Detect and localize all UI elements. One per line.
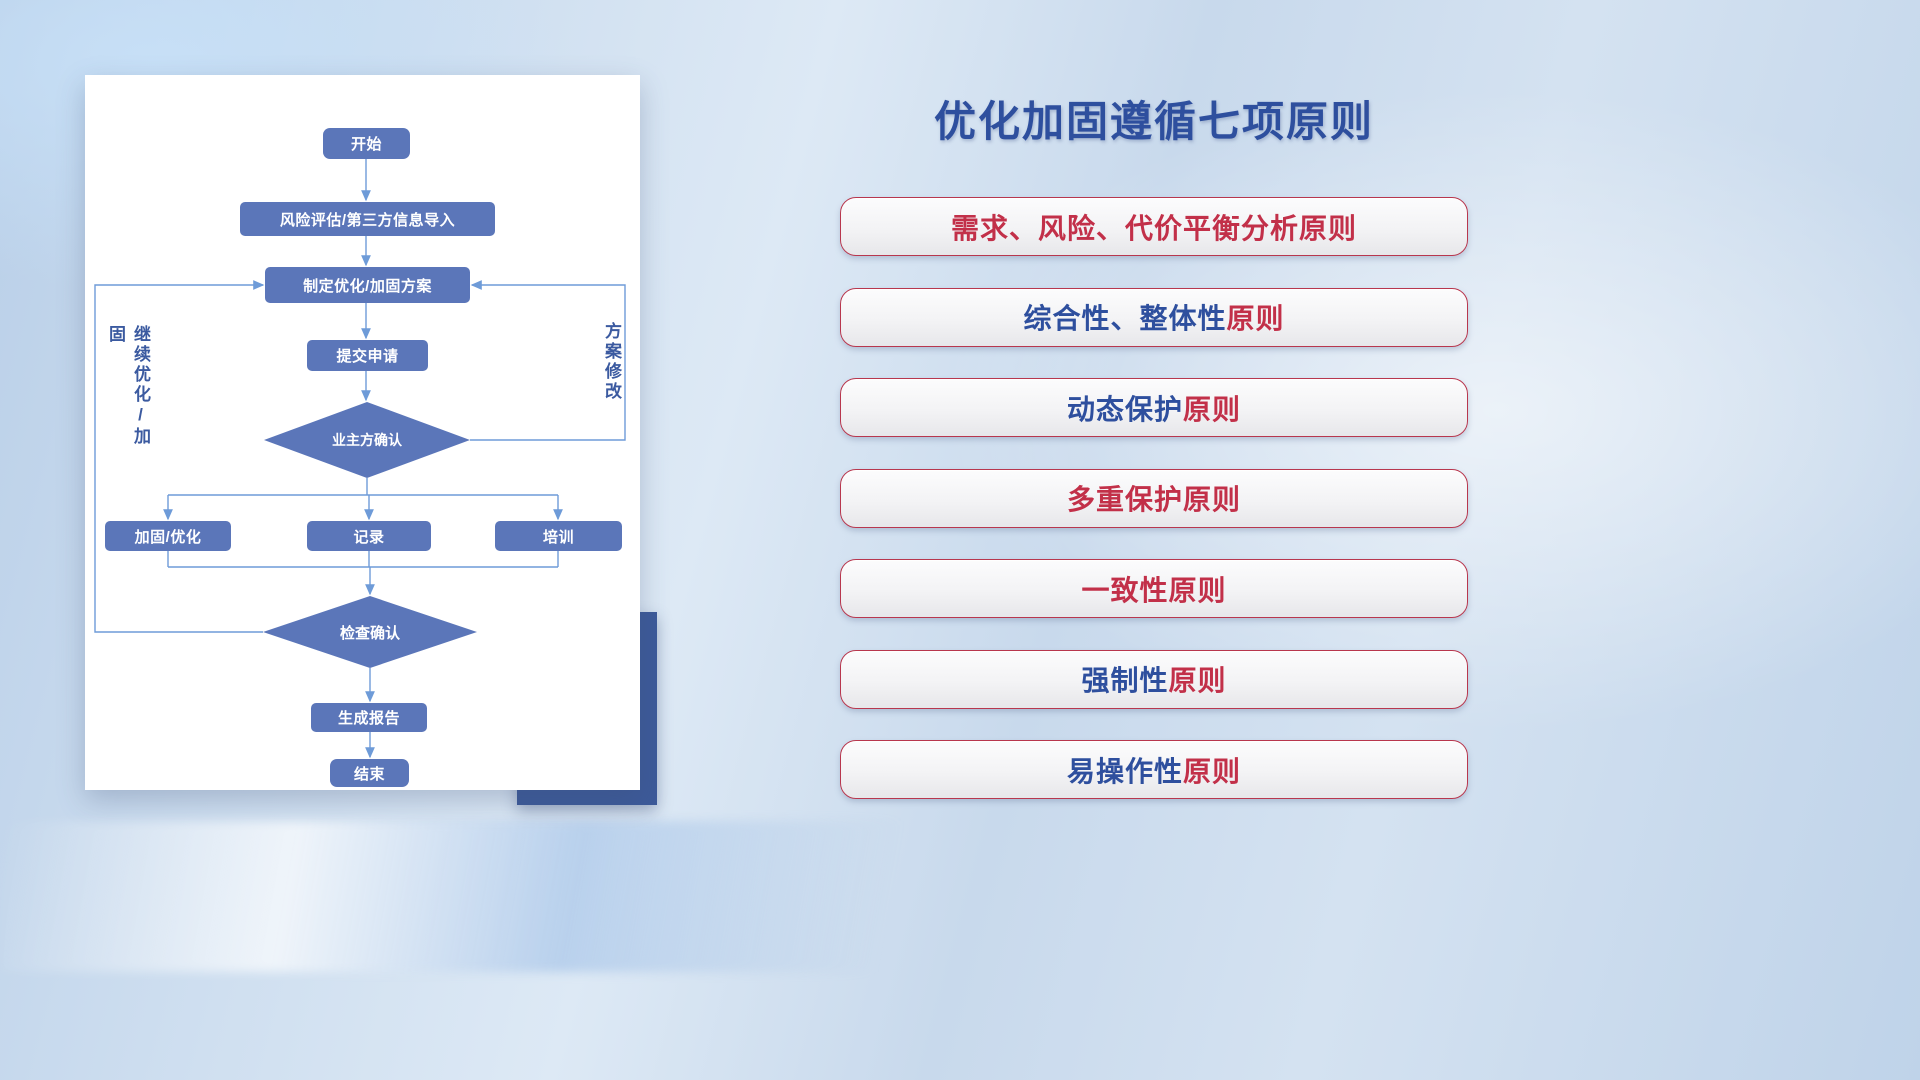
principles-list: 需求、风险、代价平衡分析原则综合性、整体性原则动态保护原则多重保护原则一致性原则… [840, 197, 1468, 799]
principle-text: 易操作性 [1066, 755, 1183, 787]
loop-label-continue-optimize: 继续优化/加固 [106, 325, 150, 447]
principle-text: 原则 [1183, 484, 1242, 515]
principle-text: 原则 [1183, 755, 1242, 787]
principle-text: 动态保护 [1066, 393, 1183, 425]
principle-box: 易操作性原则 [840, 740, 1468, 799]
principle-box: 动态保护原则 [840, 378, 1468, 437]
principle-text: 综合性、整体性 [1023, 303, 1227, 334]
principle-text: 一致性 [1081, 574, 1169, 606]
flow-node-end: 结束 [330, 759, 409, 787]
principle-box: 多重保护原则 [840, 468, 1468, 528]
flow-node-harden-optimize: 加固/优化 [105, 521, 231, 551]
principle-text: 强制性 [1081, 665, 1169, 696]
page-title: 优化加固遵循七项原则 [933, 98, 1374, 145]
principle-text: 原则 [1168, 574, 1227, 606]
flow-node-generate-report: 生成报告 [311, 703, 427, 732]
principle-text: 原则 [1168, 665, 1227, 696]
flow-node-submit: 提交申请 [307, 340, 428, 371]
flow-node-risk-import: 风险评估/第三方信息导入 [240, 202, 495, 236]
principle-box: 需求、风险、代价平衡分析原则 [840, 197, 1468, 256]
flow-node-record: 记录 [307, 521, 431, 551]
flow-node-make-plan: 制定优化/加固方案 [265, 267, 470, 303]
principle-text: 原则 [1299, 212, 1358, 244]
principle-text: 原则 [1183, 393, 1242, 425]
principle-text: 原则 [1226, 303, 1285, 334]
principle-box: 强制性原则 [840, 649, 1468, 709]
flow-node-start: 开始 [323, 128, 410, 159]
flowchart-card: 开始 风险评估/第三方信息导入 制定优化/加固方案 提交申请 业主方确认 加固/… [85, 75, 640, 790]
principle-box: 一致性原则 [840, 559, 1468, 618]
loop-label-plan-modify: 方案修改 [602, 322, 621, 402]
flow-node-training: 培训 [495, 521, 622, 551]
flowchart-connectors [94, 159, 626, 759]
principle-text: 多重保护 [1066, 484, 1183, 515]
principle-text: 需求、风险、代价平衡分析 [950, 212, 1299, 244]
principle-box: 综合性、整体性原则 [840, 287, 1468, 347]
